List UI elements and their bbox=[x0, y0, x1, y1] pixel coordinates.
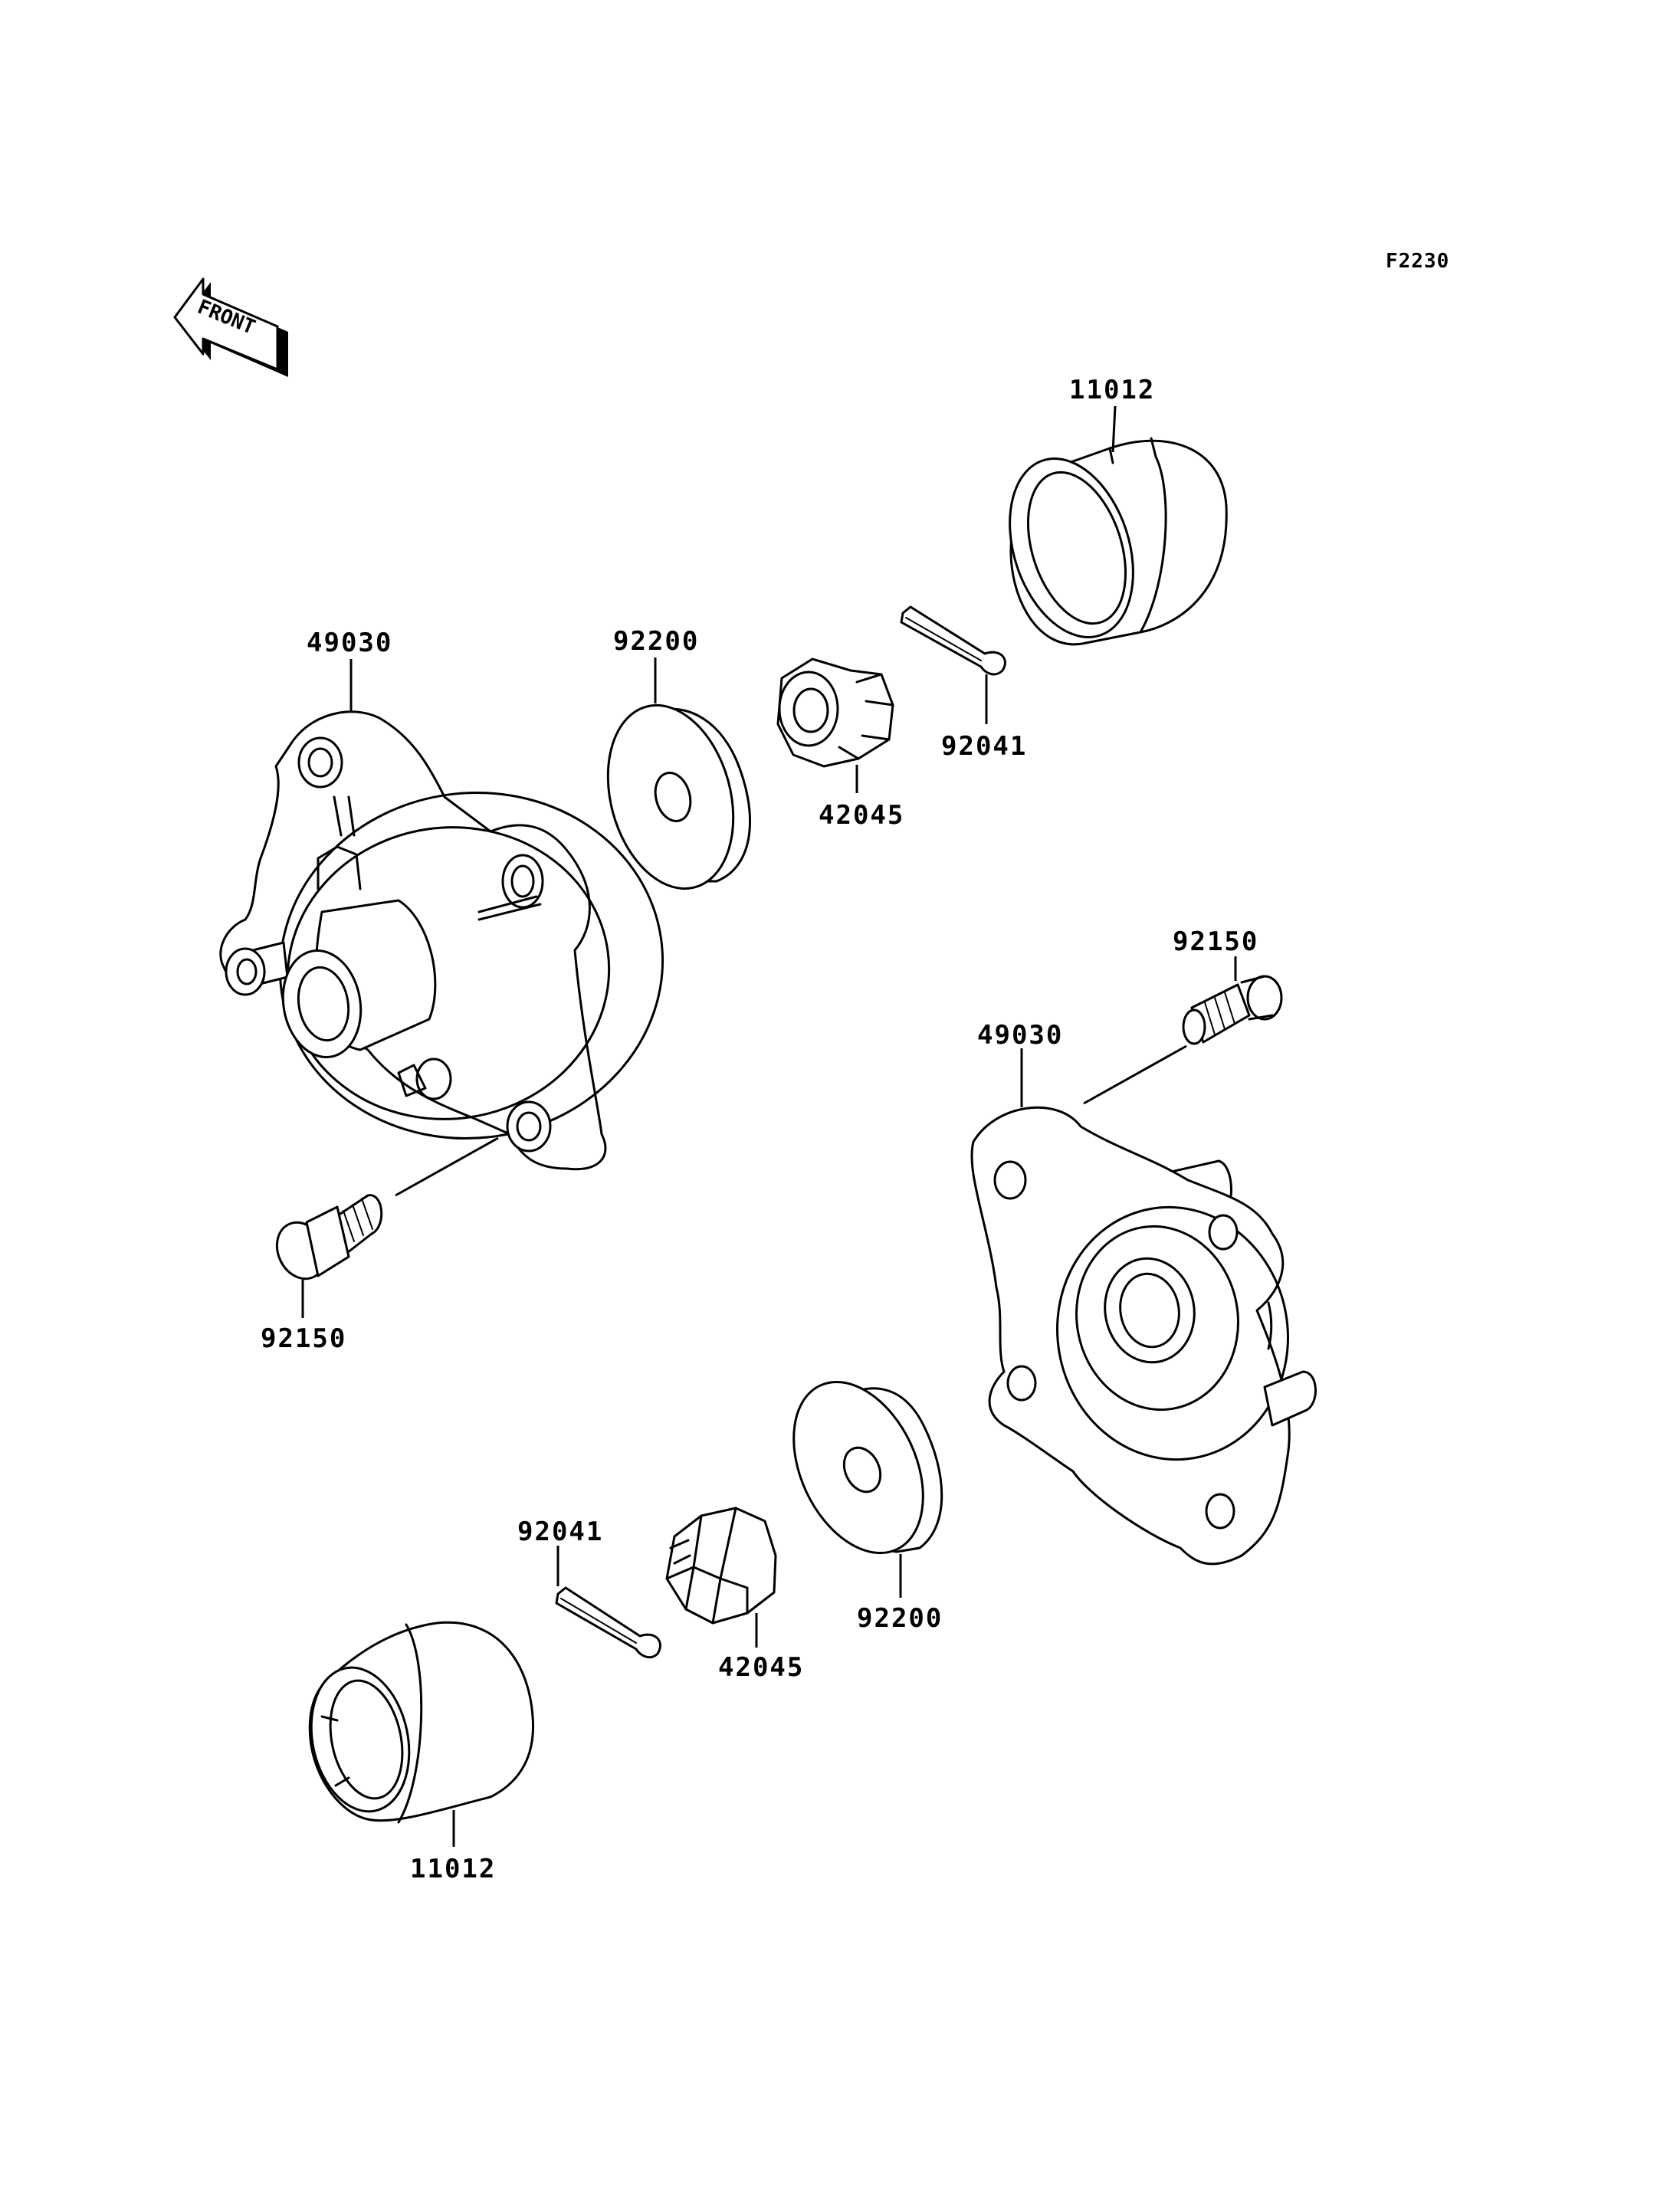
label-11012-top: 11012 bbox=[1069, 375, 1155, 405]
label-92200-bottom: 92200 bbox=[857, 1603, 943, 1634]
boot-cap-bottom bbox=[308, 1621, 535, 1824]
label-11012-bottom: 11012 bbox=[410, 1854, 496, 1884]
label-42045-top: 42045 bbox=[819, 800, 904, 831]
label-42045-bottom: 42045 bbox=[718, 1652, 804, 1683]
washer-bottom bbox=[792, 1380, 943, 1555]
hub-bolt-left bbox=[275, 1194, 383, 1280]
label-49030-right: 49030 bbox=[977, 1020, 1063, 1051]
castle-nut-top bbox=[776, 657, 894, 768]
front-direction-arrow: FRONT bbox=[173, 277, 288, 377]
hub-right bbox=[970, 1106, 1317, 1566]
label-49030-left: 49030 bbox=[307, 628, 392, 658]
castle-nut-bottom bbox=[665, 1507, 777, 1625]
label-92041-bottom: 92041 bbox=[517, 1517, 603, 1547]
label-92041-top: 92041 bbox=[941, 731, 1027, 762]
cotter-pin-top bbox=[900, 605, 1006, 676]
washer-top bbox=[606, 703, 752, 890]
hub-bolt-right bbox=[1182, 975, 1283, 1045]
hub-left bbox=[219, 710, 664, 1171]
cotter-pin-bottom bbox=[555, 1586, 661, 1659]
boot-cap-top bbox=[1009, 437, 1228, 646]
label-92150-left: 92150 bbox=[261, 1323, 346, 1354]
figure-id-label: F2230 bbox=[1386, 250, 1449, 273]
label-92150-right: 92150 bbox=[1173, 926, 1258, 957]
label-92200-top: 92200 bbox=[613, 626, 699, 657]
